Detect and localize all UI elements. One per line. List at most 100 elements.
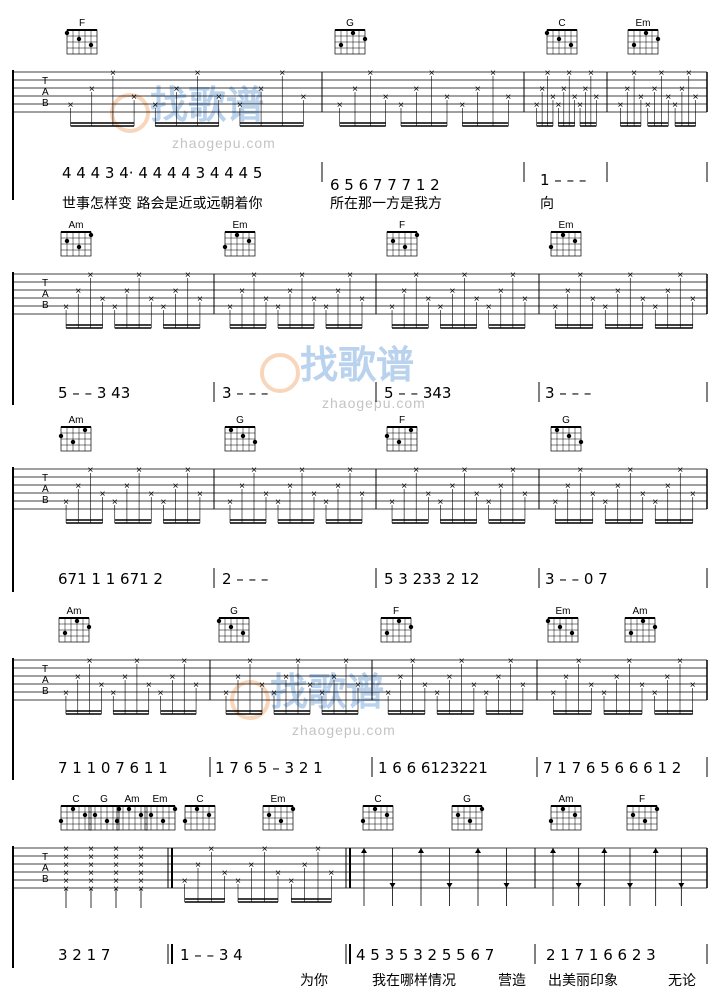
tab-x: × — [665, 286, 671, 297]
chord-dot — [384, 630, 390, 636]
chord-dot — [266, 812, 272, 818]
tab-x: × — [182, 876, 188, 887]
tab-x: × — [520, 680, 526, 691]
tab-letter: T — [42, 278, 48, 289]
numbered-notation: 671 1 1 671 2 — [58, 570, 163, 588]
tab-x: × — [352, 84, 358, 95]
tab-x: × — [88, 868, 94, 879]
tab-x: × — [446, 672, 452, 683]
tab-pattern: ××××××××××××××××××××××××××××××××××××××××… — [63, 465, 696, 524]
lyrics-line: 无论 — [668, 973, 696, 989]
chord-diagram: G — [88, 794, 122, 831]
numbered-notation: 4 4 4 3 4· 4 4 4 4 3 4 4 4 5 — [62, 164, 262, 182]
tab-x: × — [645, 100, 651, 111]
tab-x: × — [251, 270, 257, 281]
tab-x: × — [437, 497, 443, 508]
lyrics-line: 为你 — [300, 973, 328, 989]
tab-x: × — [471, 680, 477, 691]
chord-name: C — [72, 794, 79, 805]
tab-x: × — [237, 100, 243, 111]
tab-pattern: ××××××××××××××××××××××××××××××××××××××××… — [68, 68, 699, 127]
tab-x: × — [422, 680, 428, 691]
chord-name: Am — [67, 606, 82, 617]
tab-x: × — [367, 68, 373, 79]
chord-dot — [88, 232, 94, 238]
chord-name: Am — [559, 794, 574, 805]
tab-x: × — [75, 672, 81, 683]
tab-x: × — [112, 497, 118, 508]
chord-diagram: Em — [222, 220, 256, 257]
tab-x: × — [429, 68, 435, 79]
tab-x: × — [577, 465, 583, 476]
chord-dot — [467, 818, 473, 824]
tab-x: × — [602, 302, 608, 313]
chord-dot — [548, 244, 554, 250]
chord-diagram: G — [451, 794, 485, 831]
chord-dot — [240, 630, 246, 636]
chord-dot — [58, 433, 64, 439]
lyrics-line: 所在那一方是我方 — [330, 196, 442, 212]
tab-x: × — [134, 656, 140, 667]
tab-x: × — [343, 656, 349, 667]
tab-x: × — [323, 497, 329, 508]
chord-diagram: Am — [58, 415, 92, 452]
strum-arrow — [601, 848, 608, 853]
chord-dot — [455, 812, 461, 818]
chord-dot — [88, 42, 94, 48]
chord-diagram: F — [386, 220, 420, 257]
tab-x: × — [75, 481, 81, 492]
tab-x: × — [626, 656, 632, 667]
chord-dot — [630, 812, 636, 818]
watermark-url: zhaogepu.com — [322, 395, 426, 411]
chord-dot — [362, 36, 368, 42]
tab-letter: A — [42, 289, 49, 300]
tab-x: × — [113, 852, 119, 863]
chord-dot — [228, 624, 234, 630]
chord-dot — [76, 36, 82, 42]
chord-name: F — [399, 415, 405, 426]
chord-dot — [278, 818, 284, 824]
tab-x: × — [522, 489, 528, 500]
tab-x: × — [498, 286, 504, 297]
tab-x: × — [138, 844, 144, 855]
tab-x: × — [63, 868, 69, 879]
chord-name: Em — [559, 220, 574, 231]
tab-x: × — [510, 270, 516, 281]
tab-x: × — [239, 286, 245, 297]
tab-x: × — [638, 92, 644, 103]
tab-x: × — [545, 68, 551, 79]
tab-x: × — [197, 294, 203, 305]
tab-x: × — [677, 465, 683, 476]
chord-dot — [126, 806, 132, 812]
chord-name: F — [639, 794, 645, 805]
chord-diagram: Em — [627, 18, 661, 55]
tab-x: × — [63, 876, 69, 887]
tab-x: × — [359, 294, 365, 305]
tab-x: × — [195, 860, 201, 871]
tab-x: × — [283, 672, 289, 683]
tab-x: × — [677, 270, 683, 281]
tab-x: × — [235, 672, 241, 683]
tab-x: × — [495, 672, 501, 683]
numbered-notation: 3 2 1 7 — [58, 946, 110, 964]
tab-letter: A — [42, 484, 49, 495]
tab-x: × — [347, 465, 353, 476]
chord-dot — [560, 806, 566, 812]
tab-x: × — [173, 481, 179, 492]
numbered-notation: 1 7 6 5 – 3 2 1 — [215, 759, 323, 777]
chord-diagram: C — [58, 794, 92, 831]
lyrics-line: 我在哪样情况 — [372, 973, 456, 989]
tab-x: × — [173, 286, 179, 297]
tab-x: × — [112, 302, 118, 313]
strum-arrow — [418, 848, 424, 853]
tab-x: × — [287, 286, 293, 297]
tab-x: × — [425, 489, 431, 500]
tab-x: × — [555, 100, 561, 111]
strum-arrow — [503, 883, 510, 888]
chord-name: G — [463, 794, 471, 805]
tab-x: × — [389, 302, 395, 313]
tab-x: × — [158, 688, 164, 699]
